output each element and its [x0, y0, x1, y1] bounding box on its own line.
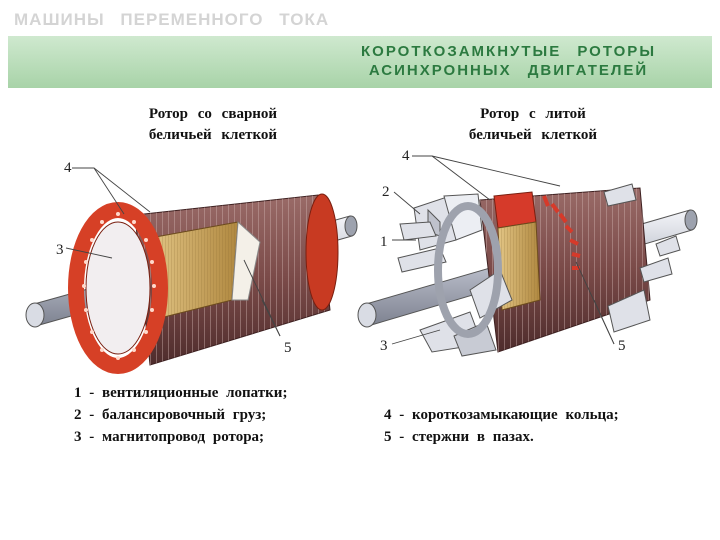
- left-rotor-title-line2: беличьей клеткой: [148, 127, 278, 143]
- legend-item-2: 2 - балансировочный груз;: [74, 407, 267, 423]
- right-rotor-end-ring-near: [434, 202, 502, 338]
- left-rotor-leader-lines: [65, 167, 281, 337]
- section-title: МАШИНЫ ПЕРЕМЕННОГО ТОКА: [14, 10, 330, 29]
- right-rotor-title: Ротор с литой беличьей клеткой: [428, 104, 638, 146]
- banner-title-line2: АСИНХРОННЫХ ДВИГАТЕЛЕЙ: [368, 62, 649, 79]
- legend-right: 4 - короткозамыкающие кольца; 5 - стержн…: [384, 404, 619, 448]
- left-rotor-title: Ротор со сварной беличьей клеткой: [108, 104, 318, 146]
- right-callout-1: 1: [380, 234, 388, 250]
- left-rotor-end-ring-far: [305, 193, 339, 311]
- right-rotor-drawing: [357, 155, 698, 357]
- left-rotor-title-line1: Ротор со сварной: [148, 106, 278, 122]
- right-rotor-title-line1: Ротор с литой: [480, 106, 586, 122]
- right-callout-4: 4: [402, 148, 410, 164]
- right-rotor-leader-lines: [391, 155, 615, 345]
- left-callout-3: 3: [56, 242, 64, 258]
- legend-left: 1 - вентиляционные лопатки; 2 - балансир…: [74, 382, 287, 448]
- right-callout-3: 3: [380, 338, 388, 354]
- banner-title: КОРОТКОЗАМКНУТЫЕ РОТОРЫ АСИНХРОННЫХ ДВИГ…: [361, 42, 656, 80]
- left-callout-4: 4: [64, 160, 72, 176]
- title-banner: КОРОТКОЗАМКНУТЫЕ РОТОРЫ АСИНХРОННЫХ ДВИГ…: [8, 36, 712, 88]
- legend-item-5: 5 - стержни в пазах.: [384, 429, 534, 445]
- legend-item-4: 4 - короткозамыкающие кольца;: [384, 407, 619, 423]
- banner-title-line1: КОРОТКОЗАМКНУТЫЕ РОТОРЫ: [361, 43, 656, 60]
- legend-item-1: 1 - вентиляционные лопатки;: [74, 385, 288, 401]
- right-callout-5: 5: [618, 338, 626, 354]
- right-callout-2: 2: [382, 184, 390, 200]
- left-rotor-drawing: [25, 167, 358, 374]
- left-rotor-end-ring-near: [68, 202, 168, 374]
- right-rotor-title-line2: беличьей клеткой: [468, 127, 598, 143]
- left-callout-5: 5: [284, 340, 292, 356]
- legend-item-3: 3 - магнитопровод ротора;: [74, 429, 265, 445]
- right-rotor-bar-slots: [542, 195, 581, 270]
